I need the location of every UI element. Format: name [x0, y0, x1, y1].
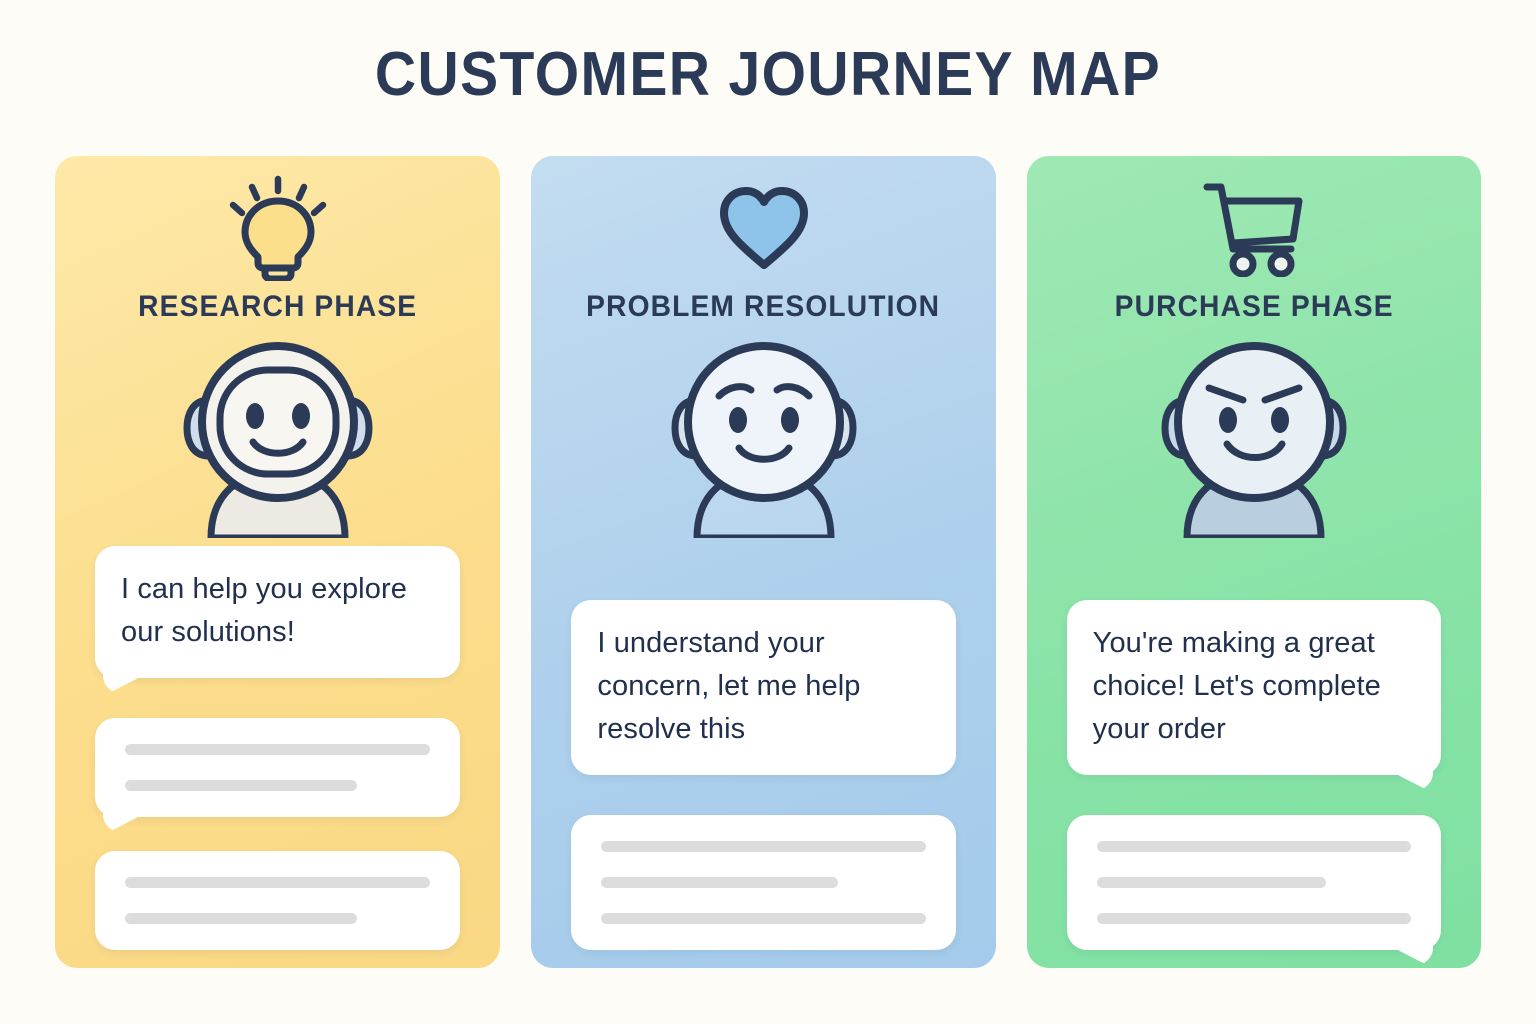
- placeholder-bar: [601, 841, 926, 852]
- journey-card-research-phase[interactable]: RESEARCH PHASE I can help y: [55, 156, 501, 968]
- placeholder-bar: [601, 913, 926, 924]
- placeholder-bar: [125, 744, 431, 755]
- assistant-message-text: You're making a great choice! Let's comp…: [1092, 627, 1381, 745]
- placeholder-bar: [601, 877, 839, 888]
- chat-bubbles-research: I can help you explore our solutions!: [55, 546, 500, 968]
- placeholder-bubble[interactable]: [95, 851, 461, 950]
- placeholder-bar: [125, 877, 431, 888]
- confident-assistant-avatar: [1027, 338, 1481, 538]
- assistant-message-bubble[interactable]: You're making a great choice! Let's comp…: [1066, 600, 1441, 793]
- placeholder-bubble[interactable]: [95, 718, 461, 835]
- placeholder-bubble[interactable]: [1066, 815, 1441, 968]
- concerned-assistant-avatar: [531, 338, 995, 538]
- phase-label-purchase: PURCHASE PHASE: [1114, 290, 1394, 323]
- spacer: [95, 817, 460, 851]
- assistant-message-bubble[interactable]: I understand your concern, let me help r…: [571, 600, 956, 775]
- placeholder-bar: [125, 913, 358, 924]
- shopping-cart-icon: [1027, 156, 1481, 277]
- placeholder-bar: [125, 780, 358, 791]
- placeholder-bar: [1096, 841, 1411, 852]
- journey-card-purchase-phase[interactable]: PURCHASE PHASE You're making a great cho…: [1026, 156, 1481, 968]
- placeholder-bar: [1096, 877, 1327, 888]
- spacer: [95, 678, 460, 718]
- assistant-message-text: I understand your concern, let me help r…: [597, 627, 861, 745]
- robot-assistant-avatar: [55, 338, 500, 538]
- spacer: [571, 775, 955, 815]
- phase-label-research: RESEARCH PHASE: [138, 290, 418, 323]
- lightbulb-icon: [55, 156, 500, 281]
- chat-bubbles-problem-resolution: I understand your concern, let me help r…: [531, 600, 995, 968]
- phase-label-problem-resolution: PROBLEM RESOLUTION: [586, 290, 941, 323]
- placeholder-bar: [1096, 913, 1411, 924]
- placeholder-bubble[interactable]: [571, 815, 956, 950]
- journey-cards-row: RESEARCH PHASE I can help y: [55, 156, 1481, 968]
- assistant-message-text: I can help you explore our solutions!: [121, 573, 407, 648]
- heart-icon: [531, 156, 995, 274]
- spacer: [1067, 775, 1441, 815]
- assistant-message-bubble[interactable]: I can help you explore our solutions!: [95, 546, 461, 696]
- bubble-tail: [1399, 938, 1433, 968]
- page-title: CUSTOMER JOURNEY MAP: [374, 40, 1162, 109]
- journey-card-problem-resolution[interactable]: PROBLEM RESOLUTION I understand your con…: [531, 156, 996, 968]
- chat-bubbles-purchase: You're making a great choice! Let's comp…: [1027, 600, 1481, 968]
